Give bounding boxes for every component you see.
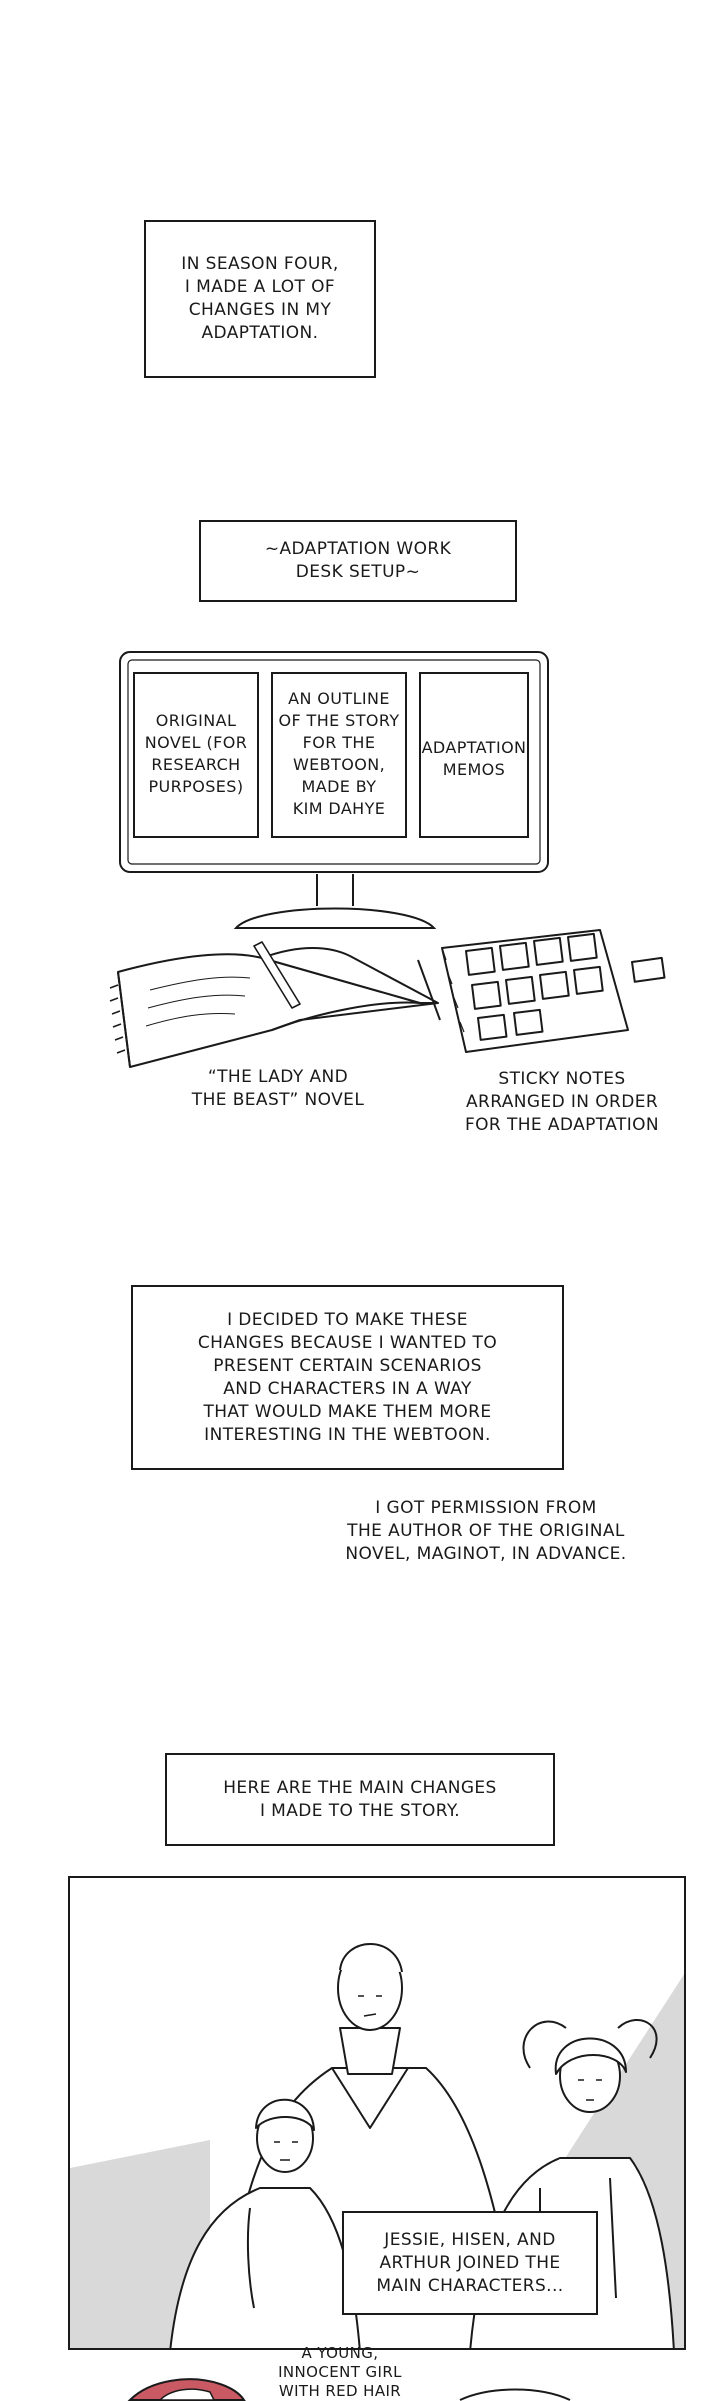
caption-main-changes: HERE ARE THE MAIN CHANGES I MADE TO THE …	[223, 1777, 497, 1821]
caption-joined: JESSIE, HISEN, AND ARTHUR JOINED THE MAI…	[376, 2229, 564, 2296]
screen-label-original-novel: ORIGINAL NOVEL (FOR RESEARCH PURPOSES)	[144, 711, 248, 796]
screen-label-story-outline: AN OUTLINE OF THE STORY FOR THE WEBTOON,…	[278, 689, 400, 818]
sticky-notes-board-drawing	[441, 929, 666, 1053]
caption-box-season-four: IN SEASON FOUR, I MADE A LOT OF CHANGES …	[144, 220, 376, 378]
caption-permission: I GOT PERMISSION FROM THE AUTHOR OF THE …	[345, 1498, 627, 1564]
caption-decided: I DECIDED TO MAKE THESE CHANGES BECAUSE …	[197, 1309, 498, 1445]
character-panel: JESSIE, HISEN, AND ARTHUR JOINED THE MAI…	[68, 1876, 686, 2350]
caption-box-decided: I DECIDED TO MAKE THESE CHANGES BECAUSE …	[131, 1285, 564, 1470]
caption-box-main-changes: HERE ARE THE MAIN CHANGES I MADE TO THE …	[165, 1753, 555, 1846]
caption-box-joined: JESSIE, HISEN, AND ARTHUR JOINED THE MAI…	[342, 2211, 598, 2315]
caption-box-desk-setup: ~ADAPTATION WORK DESK SETUP~	[199, 520, 517, 602]
caption-season-four: IN SEASON FOUR, I MADE A LOT OF CHANGES …	[181, 254, 339, 343]
screen-label-adaptation-memos: ADAPTATION MEMOS	[421, 738, 527, 779]
label-novel: “THE LADY AND THE BEAST” NOVEL	[191, 1067, 365, 1110]
monitor-drawing	[119, 651, 549, 929]
open-notebook-drawing	[109, 941, 441, 1068]
caption-young-girl: A YOUNG, INNOCENT GIRL WITH RED HAIR	[278, 2344, 402, 2400]
caption-desk-setup: ~ADAPTATION WORK DESK SETUP~	[264, 539, 452, 582]
label-sticky-notes: STICKY NOTES ARRANGED IN ORDER FOR THE A…	[464, 1069, 660, 1135]
